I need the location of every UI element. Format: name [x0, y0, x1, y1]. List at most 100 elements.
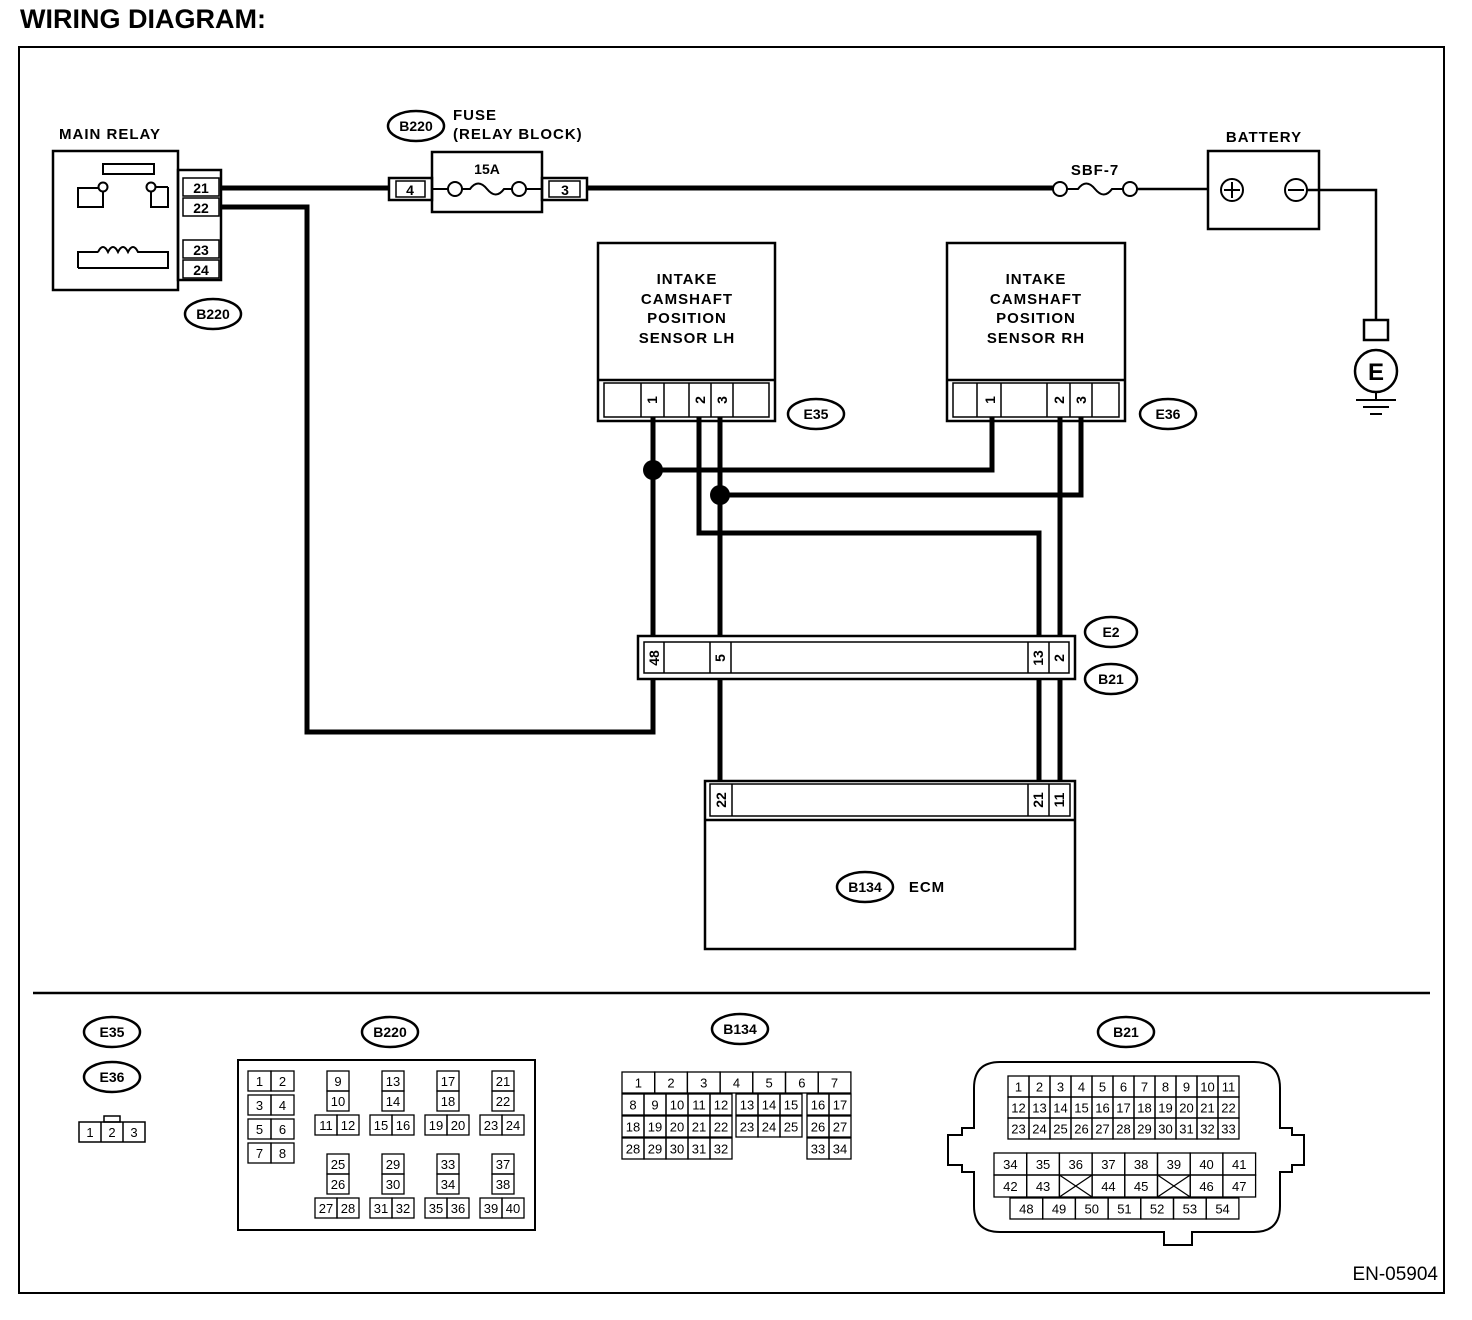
b21-pin-3: 3	[1057, 1080, 1064, 1095]
b134-pin-10: 10	[670, 1098, 684, 1113]
b220-pin-16: 16	[396, 1118, 410, 1133]
b134-pin-20: 20	[670, 1120, 684, 1135]
sensor-rh: INTAKE CAMSHAFT POSITION SENSOR RH 1 2 3…	[945, 241, 1198, 431]
b220-pin-10: 10	[331, 1094, 345, 1109]
sensor-lh-line2: CAMSHAFT	[641, 291, 733, 308]
b21-pin-12: 12	[1011, 1101, 1025, 1116]
b220-pin-32-box	[391, 1197, 415, 1219]
b220-pin-31: 31	[374, 1201, 388, 1216]
b21-pin-36: 36	[1069, 1157, 1083, 1172]
sensor-lh-pin-2: 2	[692, 396, 708, 404]
b220-pin-26: 26	[331, 1177, 345, 1192]
b21-pin-51: 51	[1117, 1202, 1131, 1217]
b220-pin-14-box	[381, 1090, 405, 1112]
b220-pin-32: 32	[396, 1201, 410, 1216]
b21-pin-50: 50	[1085, 1202, 1099, 1217]
diagram-frame	[18, 46, 1445, 1294]
b134-pin-25: 25	[784, 1120, 798, 1135]
joint-pin-5: 5	[712, 654, 728, 662]
legend-b134-tag: B134	[723, 1021, 757, 1037]
b134-pin-7-box	[817, 1071, 852, 1094]
b220-pin-22: 22	[496, 1094, 510, 1109]
legend-e3x-pin-3: 3	[130, 1125, 137, 1140]
fuse-pin-4: 4	[406, 182, 414, 198]
main-relay-label: MAIN RELAY	[59, 126, 161, 143]
b21-pin-19: 19	[1158, 1101, 1172, 1116]
b134-pin-17: 17	[833, 1098, 847, 1113]
b220-pin-4: 4	[279, 1098, 286, 1113]
b21-pin-6: 6	[1120, 1080, 1127, 1095]
fuse-label: FUSE	[453, 107, 497, 124]
b21-pin-18: 18	[1137, 1101, 1151, 1116]
b21-pin-26: 26	[1074, 1122, 1088, 1137]
b21-pin-7: 7	[1141, 1080, 1148, 1095]
b220-pin-13: 13	[386, 1074, 400, 1089]
b21-pin-39: 39	[1167, 1157, 1181, 1172]
b21-pin-32: 32	[1200, 1122, 1214, 1137]
b220-pin-18: 18	[441, 1094, 455, 1109]
b220-pin-6-box	[270, 1118, 295, 1140]
sensor-lh-line4: SENSOR LH	[639, 330, 736, 347]
joint-pin-13: 13	[1030, 650, 1046, 666]
b21-pin-41: 41	[1232, 1157, 1246, 1172]
relay-pin-21: 21	[193, 180, 209, 196]
b220-pin-1: 1	[256, 1074, 263, 1089]
relay-pin-22: 22	[193, 200, 209, 216]
b21-pin-29: 29	[1137, 1122, 1151, 1137]
b21-pin-27: 27	[1095, 1122, 1109, 1137]
b220-pin-24: 24	[506, 1118, 520, 1133]
b21-pin-47-box	[1222, 1174, 1257, 1198]
b220-pin-39: 39	[484, 1201, 498, 1216]
b220-pin-10-box	[326, 1090, 350, 1112]
b220-pin-37: 37	[496, 1157, 510, 1172]
b21-pin-1: 1	[1015, 1080, 1022, 1095]
b220-pin-28-box	[336, 1197, 360, 1219]
ground: E	[1307, 188, 1399, 415]
b220-pin-2-box	[270, 1070, 295, 1092]
b220-pin-30-box	[381, 1173, 405, 1195]
b220-pin-36: 36	[451, 1201, 465, 1216]
sensor-rh-line3: POSITION	[996, 310, 1076, 327]
page-title: WIRING DIAGRAM:	[20, 4, 266, 34]
b134-pin-15-box	[779, 1093, 803, 1116]
b134-pin-32: 32	[714, 1142, 728, 1157]
b134-pin-22: 22	[714, 1120, 728, 1135]
b220-pin-27: 27	[319, 1201, 333, 1216]
b21-pin-23: 23	[1011, 1122, 1025, 1137]
b21-pin-20: 20	[1179, 1101, 1193, 1116]
document-code: EN-05904	[1352, 1264, 1438, 1285]
b220-pin-12: 12	[341, 1118, 355, 1133]
ecm-pin-11: 11	[1051, 792, 1067, 807]
b134-pin-32-box	[709, 1137, 733, 1160]
ecm: 22 21 11 B134 ECM	[703, 779, 1077, 951]
sensor-rh-line2: CAMSHAFT	[990, 291, 1082, 308]
b21-pin-14: 14	[1053, 1101, 1067, 1116]
b21-pin-21: 21	[1200, 1101, 1214, 1116]
b220-pin-7: 7	[256, 1146, 263, 1161]
b21-pin-30: 30	[1158, 1122, 1172, 1137]
b134-pin-6: 6	[798, 1076, 805, 1091]
sensor-rh-pin-1: 1	[982, 396, 998, 404]
fuse-relay-block-label: (RELAY BLOCK)	[453, 126, 583, 143]
b134-pin-11: 11	[692, 1098, 706, 1113]
b134-pin-34-box	[828, 1137, 852, 1160]
b134-pin-5: 5	[766, 1076, 773, 1091]
b21-pin-48: 48	[1019, 1202, 1033, 1217]
b21-pin-46: 46	[1199, 1179, 1213, 1194]
b220-pin-40: 40	[506, 1201, 520, 1216]
legend-e3x-pin-1: 1	[86, 1125, 93, 1140]
b220-pin-29: 29	[386, 1157, 400, 1172]
wires	[221, 185, 1208, 782]
ground-label: E	[1368, 359, 1384, 386]
sbf-label: SBF-7	[1071, 162, 1119, 179]
b220-pin-33: 33	[441, 1157, 455, 1172]
b134-pin-17-box	[828, 1093, 852, 1116]
sensor-rh-pin-3: 3	[1073, 396, 1089, 404]
joint-connector-tag-e2: E2	[1102, 624, 1119, 640]
joint-connector: 48 5 13 2 E2 B21	[636, 615, 1139, 696]
